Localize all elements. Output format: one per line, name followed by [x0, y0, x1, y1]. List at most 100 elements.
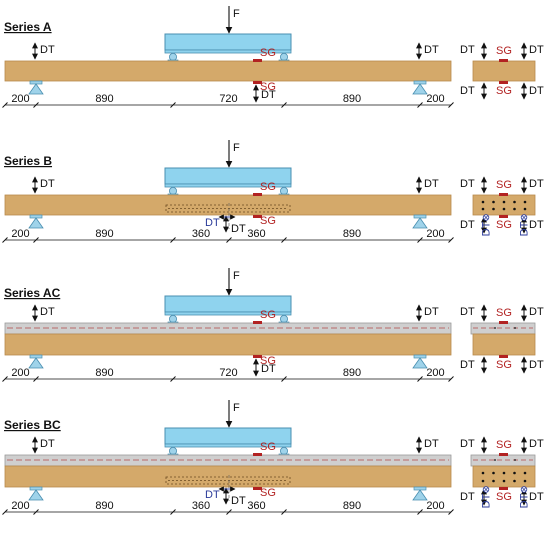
dimension-tick — [33, 237, 39, 243]
support-right — [412, 83, 428, 95]
sg-label: SG — [496, 307, 512, 319]
dimension-tick — [417, 102, 423, 108]
cs-rebar-top — [502, 471, 506, 475]
dt-label: DT — [529, 306, 544, 318]
cs-connector — [494, 459, 496, 461]
cs-slip-label: DT — [519, 221, 531, 236]
dimension-tick — [2, 509, 8, 515]
load-point-right-roller — [279, 53, 288, 62]
cs-strain-gauge-top — [499, 59, 508, 62]
dimension-tick — [170, 237, 176, 243]
dt-label: DT — [529, 438, 544, 450]
dt-label: DT — [40, 178, 55, 190]
loading-beam-flange — [164, 49, 292, 54]
load-point-left-roller — [168, 186, 177, 195]
dt-label: DT — [460, 491, 475, 503]
sg-label: SG — [260, 487, 276, 499]
cs-rebar-bottom — [481, 479, 485, 483]
dt-label: DT — [424, 44, 439, 56]
cs-strain-gauge-top — [499, 193, 508, 196]
strain-gauge-top — [253, 321, 262, 324]
dt-label: DT — [529, 85, 544, 97]
sg-label: SG — [260, 309, 276, 321]
support-right — [412, 217, 428, 229]
dimension-tick — [2, 376, 8, 382]
cs-strain-gauge-top — [499, 453, 508, 456]
sg-label: SG — [260, 181, 276, 193]
concrete-slab — [4, 454, 452, 467]
reinforcement-zone — [165, 476, 291, 485]
dt-label: DT — [460, 359, 475, 371]
strain-gauge-bottom — [253, 215, 262, 218]
dimension-tick — [448, 102, 454, 108]
dt-label: DT — [460, 438, 475, 450]
support-right — [412, 489, 428, 501]
cs-slip-gauge: DT — [519, 486, 531, 508]
sg-label: SG — [260, 355, 276, 367]
cs-slip-label: DT — [481, 493, 493, 508]
cs-rebar-bottom — [481, 207, 485, 211]
cs-rebar-top — [492, 471, 495, 475]
cs-concrete-slab — [470, 322, 536, 335]
cs-slip-cross — [521, 487, 527, 492]
dimension-value: 890 — [343, 228, 361, 240]
dimension-value: 720 — [219, 93, 237, 105]
dimension-tick — [33, 509, 39, 515]
dimension-tick — [417, 237, 423, 243]
cs-strain-gauge-bottom — [499, 487, 508, 490]
cs-rebar-bottom — [502, 207, 506, 211]
dt-label: DT — [529, 491, 544, 503]
dt-label: DT — [231, 495, 246, 507]
cs-slip-gauge: DT — [519, 214, 531, 236]
load-point-left-roller — [168, 446, 177, 455]
sg-label: SG — [260, 81, 276, 93]
cs-connector — [514, 327, 516, 329]
cs-rebar-bottom — [523, 207, 527, 211]
dt-slip-label: DT — [205, 217, 220, 229]
concrete-slab — [4, 322, 452, 335]
load-point-right-roller — [279, 186, 288, 195]
strain-gauge-bottom — [253, 355, 262, 358]
dimension-tick — [448, 376, 454, 382]
sg-label: SG — [496, 85, 512, 97]
cs-slip-label: DT — [519, 493, 531, 508]
loading-beam-flange — [164, 311, 292, 316]
dimension-tick — [170, 376, 176, 382]
load-point-left-roller — [168, 53, 177, 62]
cs-rebar-bottom — [492, 207, 495, 211]
dimension-tick — [170, 509, 176, 515]
dt-label: DT — [261, 89, 276, 101]
cs-strain-gauge-bottom — [499, 215, 508, 218]
cs-strain-gauge-bottom — [499, 355, 508, 358]
dimension-value: 890 — [95, 367, 113, 379]
sg-label: SG — [496, 179, 512, 191]
cs-timber-beam — [472, 465, 536, 488]
cs-concrete-slab — [470, 454, 536, 467]
cs-connector — [514, 459, 516, 461]
dt-label: DT — [424, 178, 439, 190]
dt-slip-gauge: DT — [205, 486, 236, 501]
dt-label: DT — [529, 219, 544, 231]
dimension-tick — [33, 376, 39, 382]
dimension-tick — [448, 509, 454, 515]
cs-slip-cross — [483, 487, 489, 492]
dimension-tick — [281, 376, 287, 382]
dt-label: DT — [460, 178, 475, 190]
cs-rebar-top — [523, 200, 527, 204]
dt-label: DT — [529, 178, 544, 190]
sg-label: SG — [496, 491, 512, 503]
strain-gauge-top — [253, 453, 262, 456]
cs-timber-beam — [472, 333, 536, 356]
cs-slip-label: DT — [481, 221, 493, 236]
dt-label: DT — [460, 85, 475, 97]
dimension-value: 890 — [95, 228, 113, 240]
load-label: F — [233, 8, 240, 20]
dimension-tick — [2, 102, 8, 108]
series-title: Series BC — [4, 418, 61, 432]
cs-slip-cross — [483, 215, 489, 220]
cs-strain-gauge-bottom — [499, 81, 508, 84]
series-title: Series A — [4, 20, 52, 34]
dimension-tick — [2, 237, 8, 243]
load-label: F — [233, 142, 240, 154]
